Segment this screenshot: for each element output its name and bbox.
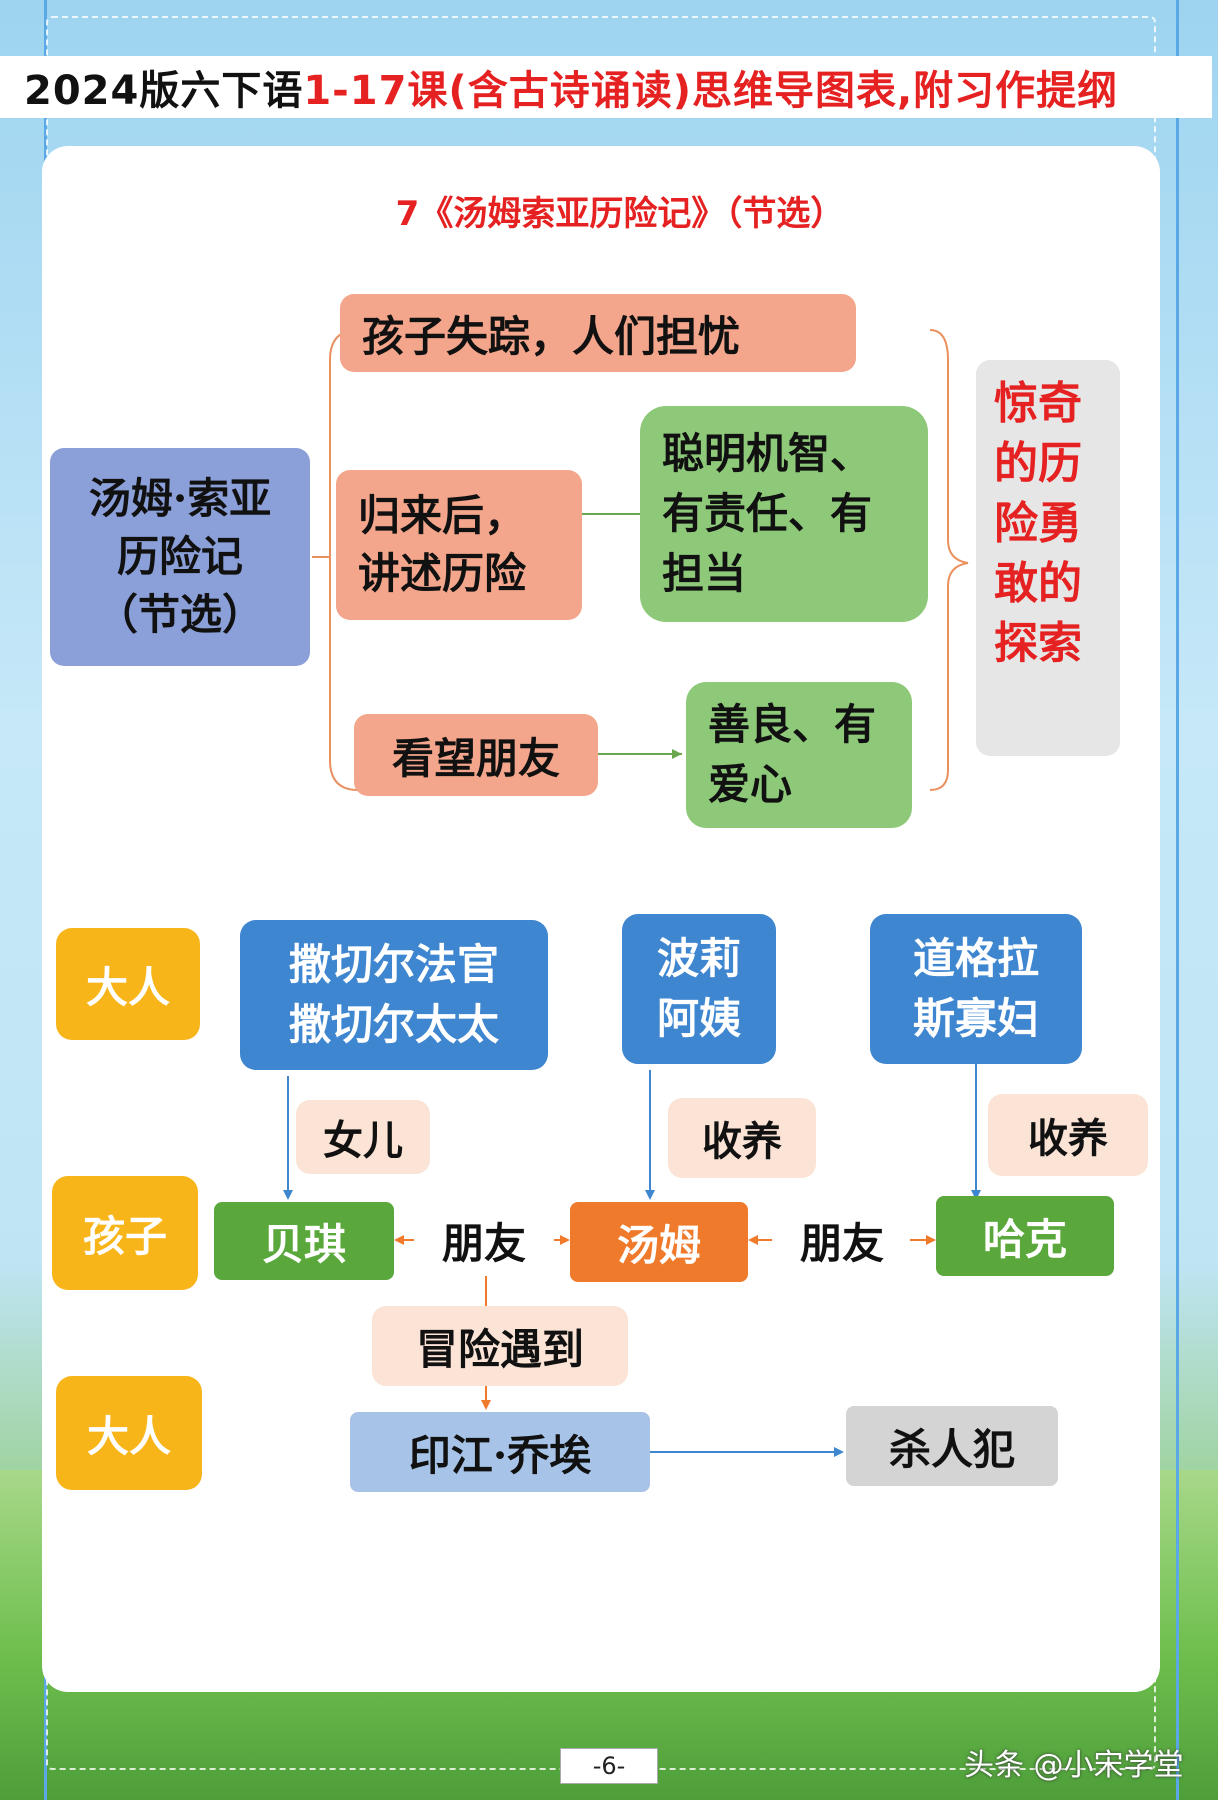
relation-label: 收养	[988, 1094, 1148, 1176]
adult-node: 波莉阿姨	[622, 914, 776, 1064]
branch-node: 归来后，讲述历险	[336, 470, 582, 620]
branch-node: 孩子失踪，人们担忧	[340, 294, 856, 372]
page-number: -6-	[560, 1748, 658, 1784]
adult-node: 道格拉斯寡妇	[870, 914, 1082, 1064]
relation-label: 冒险遇到	[372, 1306, 628, 1386]
relation-label: 朋友	[799, 1219, 884, 1268]
relation-label: 收养	[668, 1098, 816, 1178]
title-red-part: 1-17课(含古诗诵读)思维导图表,附习作提纲	[303, 68, 1119, 114]
trait-node: 善良、有爱心	[686, 682, 912, 828]
summary-node: 惊奇的历险勇敢的探索	[976, 360, 1120, 756]
watermark: 头条 @小宋学堂	[964, 1748, 1184, 1783]
relation-label: 朋友	[441, 1219, 526, 1268]
villain-node: 印江·乔埃	[350, 1412, 650, 1492]
title-black-part: 2024版六下语	[24, 68, 304, 114]
child-node: 贝琪	[214, 1202, 394, 1280]
adult-node: 撒切尔法官撒切尔太太	[240, 920, 548, 1070]
lesson-title: 7《汤姆索亚历险记》（节选）	[395, 194, 845, 234]
right-rail	[1176, 0, 1179, 1800]
row-label-adult: 大人	[56, 1376, 202, 1490]
child-node: 哈克	[936, 1196, 1114, 1276]
branch-node: 看望朋友	[354, 714, 598, 796]
child-node: 汤姆	[570, 1202, 748, 1282]
trait-node: 聪明机智、有责任、有担当	[640, 406, 928, 622]
row-label-adult: 大人	[56, 928, 200, 1040]
villain-role-node: 杀人犯	[846, 1406, 1058, 1486]
relation-label: 女儿	[296, 1100, 430, 1174]
root-node: 汤姆·索亚历险记（节选）	[50, 448, 310, 666]
row-label-child: 孩子	[52, 1176, 198, 1290]
